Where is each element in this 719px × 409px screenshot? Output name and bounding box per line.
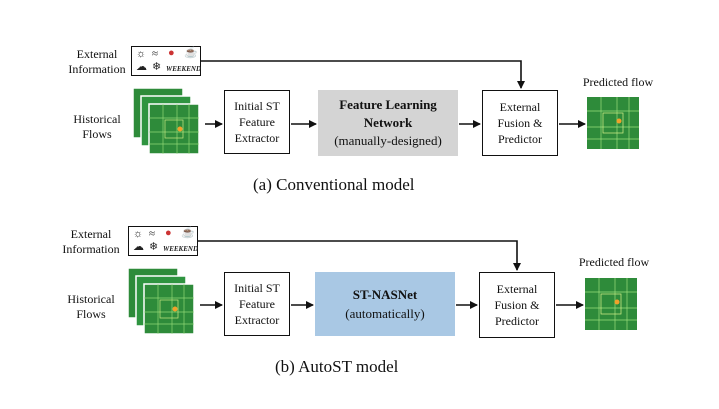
external-fusion-predictor-a: External Fusion & Predictor bbox=[482, 90, 558, 156]
arrow-external-to-fusion-a bbox=[201, 60, 525, 89]
cloud-icon: ☁ bbox=[136, 61, 147, 73]
feature-learning-network-box: Feature Learning Network (manually-desig… bbox=[318, 90, 458, 156]
external-info-panel-a: ☼ ≈ ● ☕ ☁ ❄ WEEKEND bbox=[131, 46, 201, 76]
st-nasnet-box: ST-NASNet (automatically) bbox=[315, 272, 455, 336]
historical-flow-maps-a bbox=[133, 88, 200, 155]
predicted-flow-label-a: Predicted flow bbox=[582, 75, 654, 89]
ball-icon: ● bbox=[168, 47, 175, 59]
caption-a: (a) Conventional model bbox=[253, 175, 415, 194]
sun-icon: ☼ bbox=[136, 48, 147, 60]
snowflake-icon: ❄ bbox=[152, 61, 162, 73]
external-fusion-predictor-b: External Fusion & Predictor bbox=[479, 272, 555, 338]
initial-feature-extractor-b: Initial ST Feature Extractor bbox=[224, 272, 290, 336]
predicted-flow-map-a bbox=[587, 97, 639, 149]
coffee-cup-icon: ☕ bbox=[181, 227, 195, 239]
historical-flows-label-b: Historical Flows bbox=[67, 292, 115, 321]
weekend-text-icon: WEEKEND bbox=[166, 65, 202, 73]
caption-b: (b) AutoST model bbox=[275, 357, 399, 376]
predicted-flow-label-b: Predicted flow bbox=[578, 255, 650, 269]
wind-icon: ≈ bbox=[149, 228, 156, 240]
sun-icon: ☼ bbox=[133, 228, 144, 240]
predicted-flow-map-b bbox=[585, 278, 637, 330]
initial-feature-extractor-a: Initial ST Feature Extractor bbox=[224, 90, 290, 154]
flow-map-3 bbox=[148, 103, 200, 155]
external-info-label-a: External Information bbox=[68, 47, 126, 76]
cloud-icon: ☁ bbox=[133, 241, 144, 253]
coffee-cup-icon: ☕ bbox=[184, 47, 198, 59]
weekend-text-icon: WEEKEND bbox=[163, 245, 199, 253]
snowflake-icon: ❄ bbox=[149, 241, 159, 253]
arrow-external-to-fusion-b bbox=[198, 240, 521, 271]
wind-icon: ≈ bbox=[152, 48, 159, 60]
historical-flow-maps-b bbox=[128, 268, 195, 335]
historical-flows-label-a: Historical Flows bbox=[73, 112, 121, 141]
ball-icon: ● bbox=[165, 227, 172, 239]
external-info-label-b: External Information bbox=[62, 227, 120, 256]
external-info-panel-b: ☼ ≈ ● ☕ ☁ ❄ WEEKEND bbox=[128, 226, 198, 256]
